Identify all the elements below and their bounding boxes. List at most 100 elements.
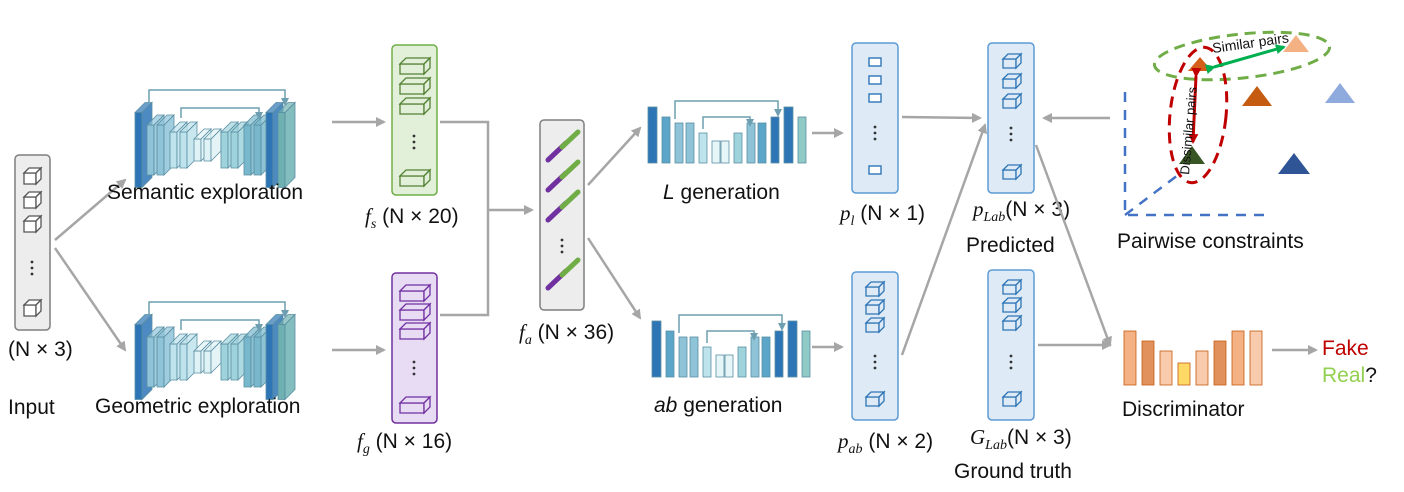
ellipsis-dots [1009, 126, 1013, 142]
input-dim: (N × 3) [8, 338, 73, 361]
ab-generation-label: ab generation [654, 394, 782, 417]
skip-connection [674, 100, 782, 119]
network-layer [698, 132, 708, 164]
cube-icon [398, 96, 432, 116]
geometric-network-icon [134, 301, 296, 401]
arrow-fa-ab [586, 237, 642, 320]
L-generation-label: L generation [663, 181, 780, 204]
cube-icon [398, 56, 432, 76]
real-label: Real? [1322, 364, 1377, 387]
plab-items [1001, 52, 1023, 181]
pl-label: pl (N × 1) [838, 201, 925, 229]
feature-stick-icon [545, 189, 581, 223]
feature-stick-icon [545, 257, 581, 291]
fake-label: Fake [1322, 337, 1369, 360]
cube-icon [1001, 390, 1023, 408]
triangle-icon [1325, 83, 1355, 103]
similar-ellipse [1152, 30, 1332, 82]
network-layer [711, 140, 721, 164]
ellipsis-dots [873, 354, 877, 370]
network-layer [733, 132, 743, 164]
discriminator-layer [1177, 362, 1191, 386]
network-layer [746, 122, 756, 164]
discriminator-label: Discriminator [1122, 398, 1245, 421]
network-layer [277, 313, 296, 401]
cube-icon [864, 316, 886, 334]
network-layer [674, 122, 684, 164]
network-layer [647, 106, 658, 164]
triangle-icon [1179, 146, 1205, 164]
ground-truth-label: Ground truth [954, 460, 1072, 483]
ellipsis-dots [560, 238, 564, 254]
network-layer [801, 330, 811, 378]
glab-label: GLab(N × 3) [970, 425, 1072, 453]
triangle-icon [1278, 153, 1310, 174]
cube-icon [398, 321, 432, 341]
triangle-icon [1283, 35, 1309, 52]
network-layer [651, 320, 662, 378]
network-layer [678, 336, 688, 378]
cube-icon [864, 298, 886, 316]
fa-label: fa (N × 36) [519, 320, 614, 348]
arrow-pl-plab [901, 112, 982, 123]
network-layer [774, 330, 784, 378]
geometric-exploration-label: Geometric exploration [95, 395, 300, 418]
network-layer [203, 340, 222, 374]
feature-stick-icon [545, 159, 581, 193]
cube-icon [1001, 163, 1023, 181]
ellipsis-dots [412, 360, 416, 376]
ellipsis-dots [873, 125, 877, 141]
arrow-pab-plab [900, 123, 987, 356]
cube-icon [22, 214, 43, 234]
fg-cubes [398, 283, 432, 415]
arrow-plab-discriminator [1034, 144, 1112, 347]
network-layer [715, 354, 725, 378]
feature-stick-icon [545, 129, 581, 163]
discriminator-layer [1141, 340, 1155, 386]
network-layer [761, 336, 771, 378]
network-layer [230, 333, 249, 381]
discriminator-layer [1195, 350, 1209, 386]
pairwise-constraints-label: Pairwise constraints [1117, 230, 1304, 253]
cube-icon [1001, 296, 1023, 314]
cube-icon [864, 390, 886, 408]
skip-connection [148, 89, 289, 106]
cube-icon [1001, 314, 1023, 332]
arrow-input-geometric [53, 247, 127, 352]
triangle-icon [1242, 86, 1272, 106]
discriminator-layer [1231, 330, 1245, 386]
semantic-network-icon [134, 89, 296, 189]
cube-icon [398, 302, 432, 322]
network-layer [661, 116, 671, 164]
glab-items [1001, 278, 1023, 408]
merge-fs [440, 120, 490, 210]
dissimilar-pairs-arrow [1188, 67, 1202, 144]
ab-generation-network-icon [651, 314, 811, 378]
skip-connection [180, 319, 263, 332]
rectangle-icon [868, 75, 882, 85]
input-cubes [22, 166, 43, 318]
pab-label: pab (N × 2) [836, 429, 933, 457]
similar-pairs-arrow [1204, 44, 1286, 75]
pab-items [864, 280, 886, 408]
discriminator-layer [1249, 330, 1263, 386]
fs-label: fs (N × 20) [365, 204, 459, 232]
cube-icon [22, 166, 43, 186]
network-layer [665, 330, 675, 378]
discriminator-layer [1159, 350, 1173, 386]
network-layer [720, 140, 730, 164]
cube-icon [864, 280, 886, 298]
glab-box [987, 269, 1035, 421]
cube-icon [398, 76, 432, 96]
cube-icon [1001, 52, 1023, 70]
cube-icon [1001, 72, 1023, 90]
network-layer [737, 346, 747, 378]
network-layer [702, 346, 712, 378]
skip-connection [702, 116, 754, 129]
ellipsis-dots [30, 260, 34, 276]
network-layer [787, 320, 798, 378]
network-layer [689, 336, 699, 378]
rectangle-icon [868, 93, 882, 103]
input-label: Input [8, 396, 55, 419]
plab-box [987, 42, 1035, 194]
